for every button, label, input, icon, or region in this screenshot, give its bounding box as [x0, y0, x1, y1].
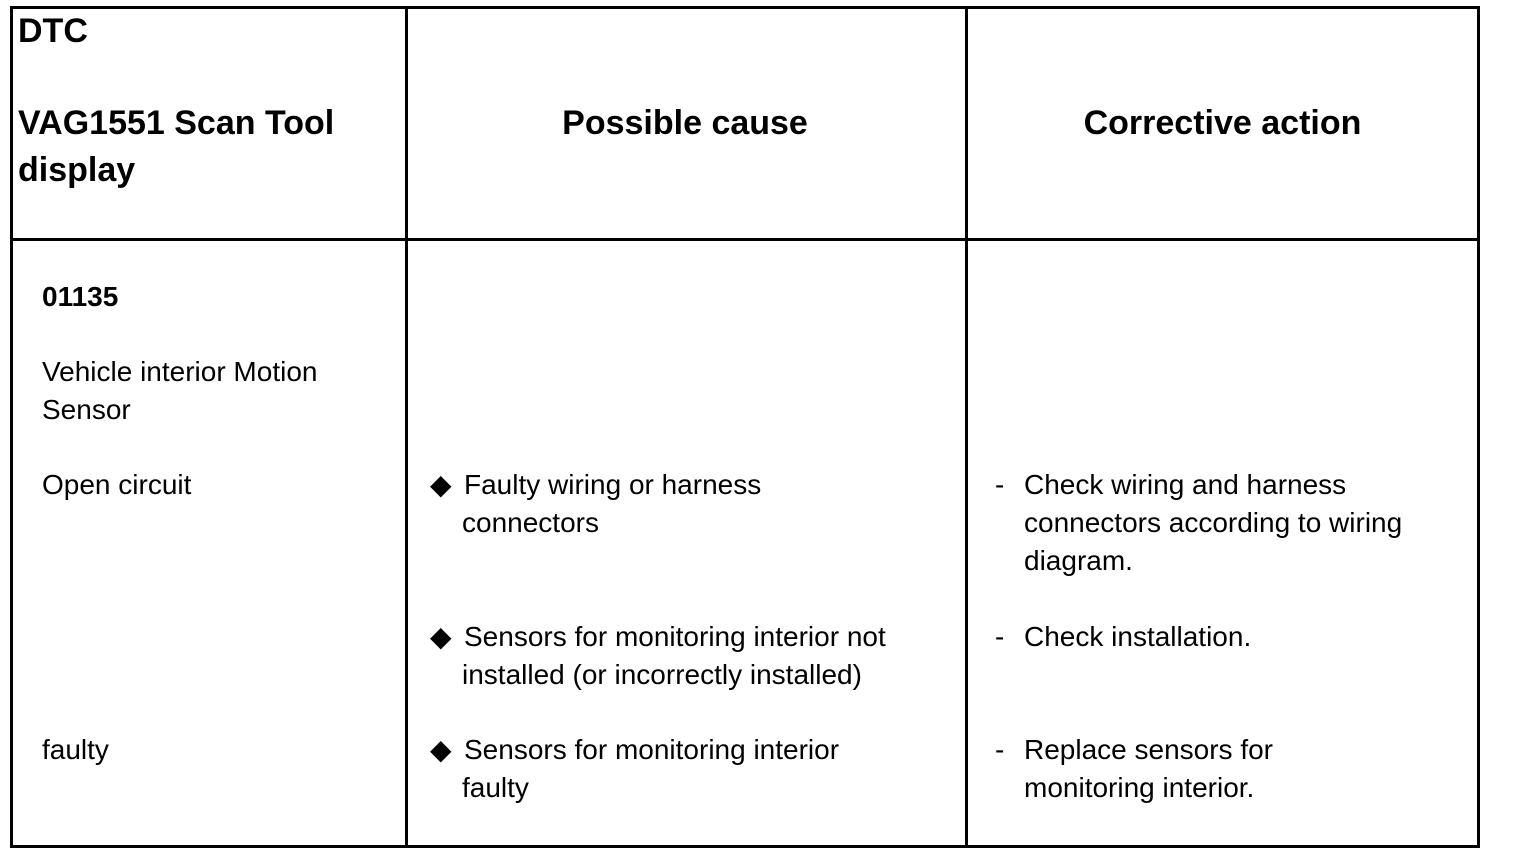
column-divider [965, 9, 968, 845]
header-display: display [18, 151, 136, 189]
header-divider [13, 238, 1477, 241]
dtc-name-line2: Sensor [42, 394, 131, 425]
action-dash: - [995, 734, 1005, 765]
dtc-condition-faulty: faulty [42, 734, 109, 765]
action-line: Replace sensors for [1024, 734, 1274, 765]
cause-line: installed (or incorrectly installed) [462, 659, 862, 690]
cause-line: Sensors for monitoring interior not [464, 621, 886, 652]
action-dash: - [995, 469, 1005, 500]
action-line: Check wiring and harness [1024, 469, 1347, 500]
dtc-code: 01135 [42, 281, 119, 312]
cause-line: connectors [462, 507, 599, 538]
cause-line: Faulty wiring or harness [464, 469, 762, 500]
action-line: diagram. [1024, 545, 1133, 576]
header-scan-tool: VAG1551 Scan Tool [18, 104, 335, 142]
action-dash: - [995, 621, 1005, 652]
dtc-condition-open: Open circuit [42, 469, 192, 500]
action-line: monitoring interior. [1024, 772, 1255, 803]
dtc-name-line1: Vehicle interior Motion [42, 356, 318, 387]
diamond-bullet-icon: ◆ [430, 469, 452, 500]
header-corrective-action: Corrective action [1083, 104, 1362, 142]
action-line: Check installation. [1024, 621, 1252, 652]
cause-line: faulty [462, 772, 529, 803]
dtc-table [10, 6, 1480, 848]
cause-line: Sensors for monitoring interior [464, 734, 840, 765]
header-possible-cause: Possible cause [562, 104, 808, 142]
header-dtc: DTC [18, 12, 88, 50]
column-divider [405, 9, 408, 845]
action-line: connectors according to wiring [1024, 507, 1403, 538]
diamond-bullet-icon: ◆ [430, 734, 452, 765]
diamond-bullet-icon: ◆ [430, 621, 452, 652]
